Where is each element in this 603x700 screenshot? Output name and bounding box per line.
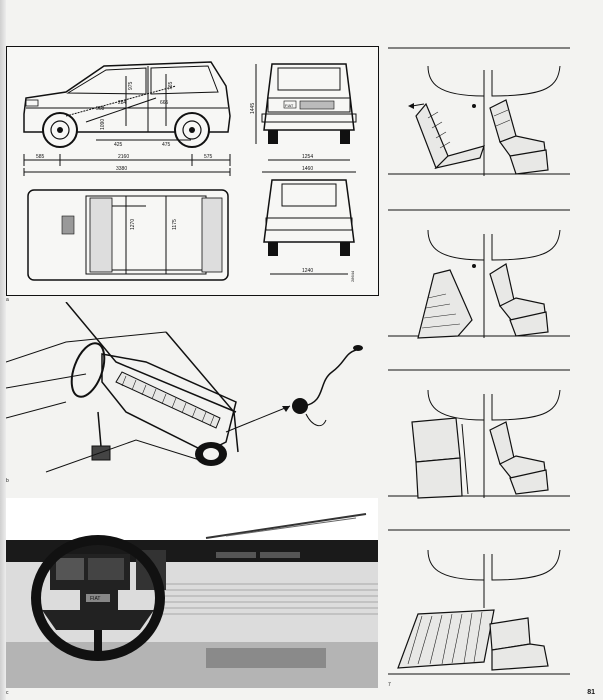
front-grille-badge: FIAT [285, 103, 294, 108]
dashboard-drawing [6, 302, 363, 473]
dim-d1: 975 [128, 81, 134, 90]
binding-gutter [0, 0, 6, 700]
side-length-dims: 585 2160 575 3380 [23, 154, 231, 176]
seat-step-1 [388, 46, 570, 206]
dim-d6: 284 [118, 100, 127, 106]
steering-hub-badge: FIAT [90, 596, 100, 602]
page-number: 81 [587, 689, 595, 696]
dim-front-height: 1445 [250, 103, 256, 114]
dimension-drawings-panel: 975 765 665 284 568 1090 425 475 585 216… [6, 46, 380, 296]
seat-step-3 [388, 368, 570, 526]
dim-d2: 765 [168, 81, 174, 90]
drawing-code: 28644 [350, 270, 355, 282]
seat-step-4 [388, 528, 570, 686]
seat-step-2 [388, 208, 570, 366]
dim-d5: 475 [162, 142, 171, 148]
seat-sequence-column: 7 [384, 46, 572, 688]
side-view-car: 975 765 665 284 568 1090 425 475 [23, 61, 231, 148]
dim-wheelbase: 2160 [118, 154, 129, 160]
panel-marker-seat: 7 [388, 682, 391, 688]
dim-overall-length: 3380 [116, 166, 127, 172]
panel-marker-c: c [6, 690, 9, 696]
dim-front-overhang: 585 [36, 154, 45, 160]
rear-view-car: 1240 28644 [263, 179, 355, 282]
dim-front-track: 1254 [302, 154, 313, 160]
dim-top-w1: 1270 [130, 219, 136, 230]
dashboard-photo-panel: FIAT [6, 498, 378, 688]
panel-marker-b: b [6, 478, 9, 484]
dim-d4: 425 [114, 142, 123, 148]
dim-front-width: 1460 [302, 166, 313, 172]
dashboard-photo: FIAT [6, 498, 378, 688]
dim-rear-track: 1240 [302, 268, 313, 274]
dim-rear-overhang: 575 [204, 154, 213, 160]
dim-top-w2: 1175 [172, 219, 178, 230]
dashboard-drawing-panel [6, 302, 380, 482]
dim-d7: 568 [96, 106, 105, 112]
top-view-car: 1270 1175 [27, 189, 229, 281]
panel-marker-a: a [6, 297, 9, 303]
front-view-car: FIAT 1445 1254 1460 [250, 63, 357, 173]
dimension-drawings: 975 765 665 284 568 1090 425 475 585 216… [6, 46, 379, 296]
dim-d3: 665 [160, 100, 169, 106]
dim-d8: 1090 [100, 119, 106, 130]
